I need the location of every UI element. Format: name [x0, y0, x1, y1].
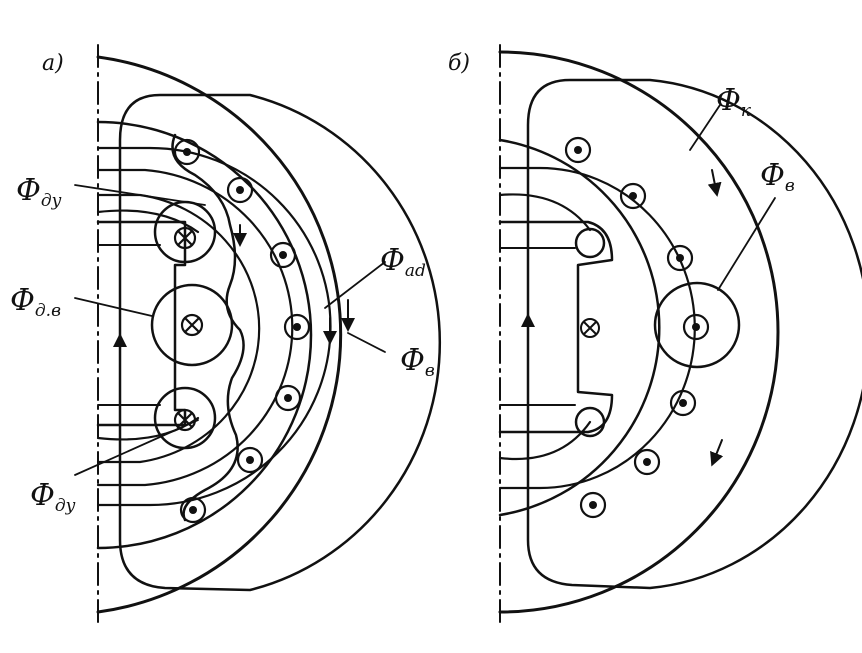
damper-circle-bot	[153, 386, 217, 450]
damper-circle-mid	[150, 283, 234, 367]
rotor-pole-b	[498, 220, 614, 434]
flux-loop-k	[526, 78, 862, 590]
panel-label-b: б)	[448, 51, 470, 76]
flux-loop-outer	[118, 93, 441, 592]
stator-bore-arc-b	[498, 138, 661, 517]
slot-flux-curve	[171, 133, 245, 522]
label-phi-du-top: Фду	[16, 173, 62, 211]
stator-outer-arc-b	[498, 50, 780, 614]
stator-outer-arc	[96, 55, 343, 614]
leader-lines-a	[74, 184, 386, 476]
stator-conductors	[173, 138, 311, 524]
label-phi-ad: Фad	[380, 243, 426, 281]
phi-v-circle	[653, 281, 741, 369]
panel-a: а) Фду Фд.в Фad Фв Фду	[10, 44, 441, 623]
label-phi-k: Фк	[716, 83, 752, 121]
panel-b: б) Фк Фв	[448, 44, 862, 623]
panel-label-a: а)	[42, 51, 64, 76]
stator-conductors-b	[564, 136, 710, 519]
label-phi-v-a: Фв	[400, 343, 435, 381]
rotor-pole	[96, 220, 187, 427]
label-phi-v-b: Фв	[760, 158, 795, 196]
label-phi-du-bot: Фду	[30, 478, 76, 516]
leader-lines-b	[689, 104, 776, 291]
label-phi-dv: Фд.в	[10, 283, 61, 321]
